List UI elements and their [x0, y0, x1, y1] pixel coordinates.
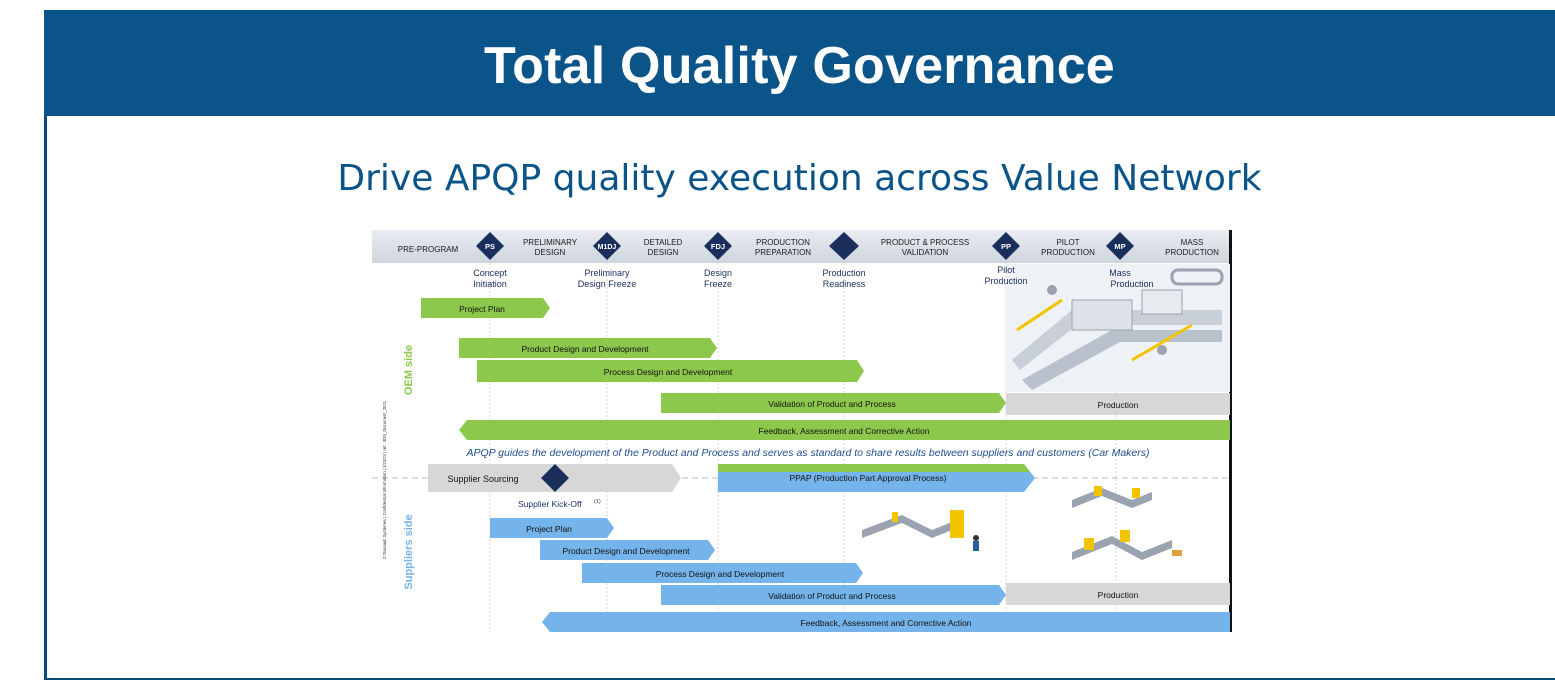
svg-text:Process Design and Development: Process Design and Development [604, 367, 733, 377]
production-line-illustration [862, 486, 1182, 560]
title-banner: Total Quality Governance [44, 10, 1555, 116]
factory-illustration: Pilot Production Mass Production [984, 264, 1230, 392]
apqp-note: APQP guides the development of the Produ… [465, 447, 1149, 459]
svg-text:Feedback, Assessment and Corre: Feedback, Assessment and Corrective Acti… [758, 426, 929, 436]
gate-diamond-m1dj: M1DJ [593, 232, 621, 260]
svg-text:Validation of Product and Proc: Validation of Product and Process [768, 591, 895, 601]
supplier-bar-project-plan: Project Plan [490, 518, 614, 538]
svg-text:Feedback, Assessment and Corre: Feedback, Assessment and Corrective Acti… [800, 618, 971, 628]
svg-text:Project Plan: Project Plan [526, 524, 572, 534]
phase-label: DESIGN [648, 248, 679, 257]
phase-label: PRODUCTION [1041, 248, 1095, 257]
svg-text:Production: Production [1098, 590, 1139, 600]
gate-diamond-mp: MP [1106, 232, 1134, 260]
gate-diamond-fdj: FDJ [704, 232, 732, 260]
phase-label: PRODUCTION [756, 238, 810, 247]
phase-label: PRODUCT & PROCESS [881, 238, 969, 247]
svg-text:PP: PP [1001, 242, 1011, 251]
oem-bar-production: Production [1006, 393, 1230, 415]
oem-bar-validation: Validation of Product and Process [661, 393, 1006, 413]
gate-caption: Production [1110, 279, 1153, 289]
svg-text:Validation of Product and Proc: Validation of Product and Process [768, 399, 895, 409]
supplier-bar-feedback: Feedback, Assessment and Corrective Acti… [542, 612, 1230, 632]
supplier-bar-validation: Validation of Product and Process [661, 585, 1006, 605]
gate-caption: Pilot [997, 265, 1015, 275]
confidential-note: © Dassault Systèmes | Confidential Infor… [382, 400, 387, 559]
svg-text:Project Plan: Project Plan [459, 304, 505, 314]
gate-caption: Concept [473, 268, 507, 278]
phase-label: DESIGN [535, 248, 566, 257]
oem-bar-feedback: Feedback, Assessment and Corrective Acti… [459, 420, 1230, 440]
svg-text:PS: PS [485, 242, 495, 251]
svg-text:Production: Production [1098, 400, 1139, 410]
svg-text:PPAP (Production Part Approval: PPAP (Production Part Approval Process) [789, 473, 946, 483]
gate-caption: Readiness [823, 279, 866, 289]
apqp-diagram: PRE-PROGRAM PRELIMINARY DESIGN DETAILED … [372, 230, 1236, 636]
supplier-kickoff-diamond [541, 464, 569, 492]
supplier-kickoff-caption: Supplier Kick-Off [518, 499, 582, 509]
phase-label: PRE-PROGRAM [398, 245, 459, 254]
gate-caption: Production [822, 268, 865, 278]
phase-label: PREPARATION [755, 248, 811, 257]
gate-caption: Design [704, 268, 732, 278]
gate-caption: Preliminary [584, 268, 630, 278]
svg-text:M1DJ: M1DJ [598, 244, 617, 251]
phase-label: VALIDATION [902, 248, 949, 257]
supplier-bar-product-design: Product Design and Development [540, 540, 715, 560]
gate-caption: Initiation [473, 279, 507, 289]
slide-frame [44, 10, 1555, 680]
svg-text:Supplier Sourcing: Supplier Sourcing [447, 474, 518, 484]
svg-text:Product Design and Development: Product Design and Development [521, 344, 649, 354]
oem-bar-product-design: Product Design and Development [459, 338, 717, 358]
gate-caption: Mass [1109, 268, 1131, 278]
svg-text:Process Design and Development: Process Design and Development [656, 569, 785, 579]
page-subtitle: Drive APQP quality execution across Valu… [337, 158, 1262, 199]
svg-text:Product Design and Development: Product Design and Development [562, 546, 690, 556]
page-title: Total Quality Governance [484, 37, 1115, 95]
supplier-bar-production: Production [1006, 583, 1230, 605]
phase-label: DETAILED [644, 238, 683, 247]
svg-text:MP: MP [1114, 242, 1125, 251]
gate-diamond-production-readiness [829, 232, 859, 260]
gate-diamond-pp: PP [992, 232, 1020, 260]
oem-bar-process-design: Process Design and Development [477, 360, 864, 382]
gate-caption: Design Freeze [578, 279, 637, 289]
phase-label: MASS [1181, 238, 1204, 247]
gate-caption: Freeze [704, 279, 732, 289]
phase-label: PRODUCTION [1165, 248, 1219, 257]
suppliers-side-label: Suppliers side [403, 514, 415, 589]
supplier-bar-process-design: Process Design and Development [582, 563, 863, 583]
phase-header-bar [372, 230, 1232, 263]
diagram-right-edge [1229, 230, 1232, 632]
svg-text:FDJ: FDJ [711, 242, 725, 251]
phase-label: PRELIMINARY [523, 238, 578, 247]
phase-label: PILOT [1056, 238, 1079, 247]
oem-bar-project-plan: Project Plan [421, 298, 550, 318]
supplier-kickoff-note: (1) [594, 499, 601, 505]
gate-diamond-ps: PS [476, 232, 504, 260]
gate-caption: Production [984, 276, 1027, 286]
oem-side-label: OEM side [403, 345, 415, 395]
ppap-bar: PPAP (Production Part Approval Process) [718, 464, 1035, 492]
